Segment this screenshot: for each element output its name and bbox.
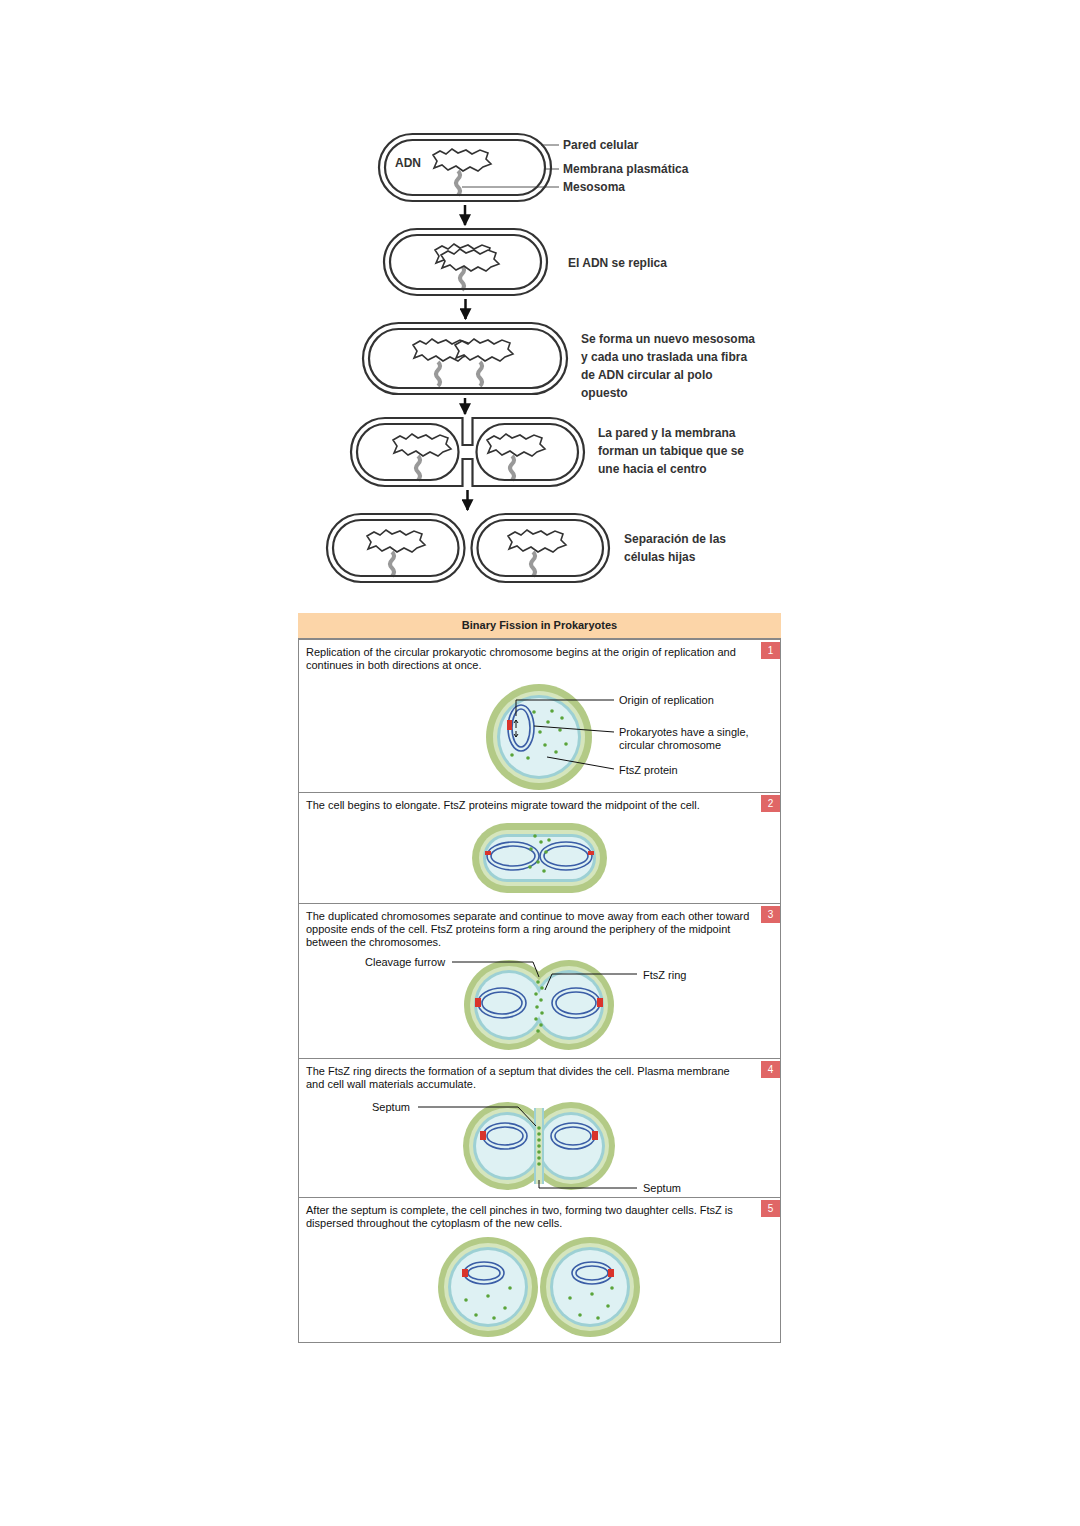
flow-arrow: [464, 299, 467, 319]
callout-number: 4: [761, 1061, 780, 1078]
part-label: Membrana plasmática: [563, 162, 688, 176]
cell-stage: La pared y la membrana forman un tabique…: [350, 417, 585, 487]
step-number: 5: [761, 1200, 780, 1217]
cell-stage: Se forma un nuevo mesosoma y cada uno tr…: [362, 322, 568, 395]
step-row: 5 After the septum is complete, the cell …: [298, 1197, 781, 1343]
cell-illustration: [418, 1102, 637, 1190]
cell-illustration: [438, 1237, 640, 1337]
process-table: 1 Replication of the circular prokaryotic…: [298, 613, 781, 1343]
cell-outline: [383, 228, 548, 296]
cell-illustration: [472, 823, 607, 893]
callout-label: Prokaryotes have a single, circular chro…: [619, 726, 759, 752]
cell-outline: [362, 322, 568, 395]
step-description: The cell begins to elongate. FtsZ protei…: [306, 799, 751, 812]
step-description: After the septum is complete, the cell p…: [306, 1204, 751, 1230]
step-number: 3: [761, 906, 780, 923]
part-label: Mesosoma: [563, 180, 625, 194]
flow-arrow: [464, 398, 467, 414]
cell-outline: [326, 513, 610, 583]
step-description: The FtsZ ring directs the formation of a…: [306, 1065, 751, 1091]
part-label: ADN: [395, 156, 421, 170]
callout-label: Cleavage furrow: [365, 956, 445, 969]
cell-illustration: [486, 684, 614, 790]
callout-label: Septum: [372, 1101, 410, 1114]
cell-stage: Separación de las células hijas: [326, 513, 610, 583]
step-row: 3 The duplicated chromosomes separate and…: [298, 903, 781, 1058]
stage-caption: Separación de las células hijas: [624, 530, 744, 566]
callout-number: 2: [761, 795, 780, 812]
step-description: The duplicated chromosomes separate and …: [306, 910, 751, 949]
callout-label: Septum: [643, 1182, 681, 1195]
flow-arrow: [464, 205, 467, 225]
step-description: Replication of the circular prokaryotic …: [306, 646, 751, 672]
cell-stage: El ADN se replica: [383, 228, 548, 296]
flow-arrow: [466, 490, 469, 510]
step-number: 1: [761, 642, 780, 659]
callout-label: Origin of replication: [619, 694, 714, 707]
callout-number: 1: [761, 642, 780, 659]
cell-outline: [350, 417, 585, 487]
step-number: 2: [761, 795, 780, 812]
stage-caption: Se forma un nuevo mesosoma y cada uno tr…: [581, 330, 761, 402]
table-title: Binary Fission in Prokaryotes: [298, 613, 781, 639]
stage-caption: El ADN se replica: [568, 254, 667, 272]
stage-caption: La pared y la membrana forman un tabique…: [598, 424, 750, 478]
step-row: 2 The cell begins to elongate. FtsZ prote…: [298, 792, 781, 903]
cell-stage: ADN: [378, 133, 552, 202]
cell-illustration: [452, 960, 637, 1050]
callout-label: FtsZ ring: [643, 969, 686, 982]
callout-number: 3: [761, 906, 780, 923]
step-row: 4 The FtsZ ring directs the formation of …: [298, 1058, 781, 1197]
callout-label: FtsZ protein: [619, 764, 678, 777]
step-number: 4: [761, 1061, 780, 1078]
dna-illustration: [367, 149, 566, 576]
callout-number: 5: [761, 1200, 780, 1217]
part-label: Pared celular: [563, 138, 638, 152]
step-row: 1 Replication of the circular prokaryotic…: [298, 639, 781, 792]
